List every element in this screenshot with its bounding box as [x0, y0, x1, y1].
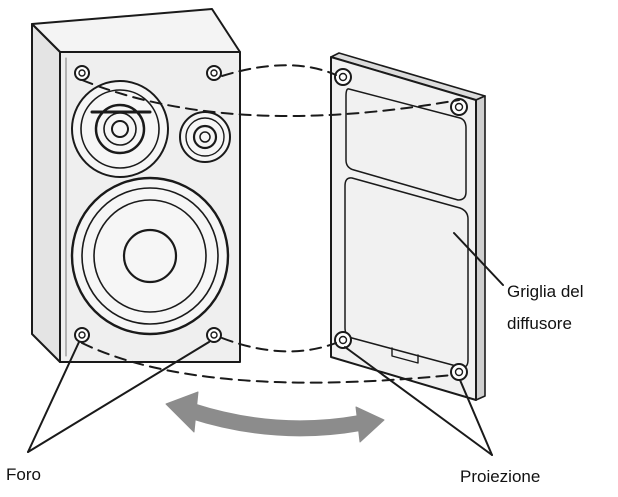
projection-label: Proiezione — [460, 467, 541, 486]
leader-hole-left — [27, 341, 80, 453]
guide-bottom-left — [81, 342, 453, 384]
woofer — [70, 176, 230, 336]
leader-hole-right — [27, 341, 210, 453]
hole-icon — [74, 327, 90, 343]
speaker-grille — [330, 52, 486, 401]
mid-driver — [71, 80, 169, 178]
tweeter — [179, 111, 231, 163]
leader-projection-left — [344, 346, 493, 456]
alignment-guides — [81, 64, 460, 384]
projection-icon — [334, 331, 352, 349]
leader-lines — [27, 232, 504, 456]
hole-icon — [74, 65, 90, 81]
projection-icon — [334, 68, 352, 86]
cabinet-holes — [74, 65, 222, 343]
hole-icon — [206, 65, 222, 81]
guide-bottom-right — [221, 337, 337, 353]
grille-face — [330, 56, 477, 401]
leader-projection-right — [459, 379, 493, 456]
curved-double-arrow-icon — [165, 391, 385, 443]
grille-label-line2: diffusore — [507, 314, 572, 333]
cabinet-top-face — [31, 8, 241, 53]
hole-icon — [206, 327, 222, 343]
hole-label: Foro — [6, 465, 41, 484]
cabinet-side-face — [31, 23, 61, 363]
guide-top-right — [221, 64, 337, 77]
leader-grille — [453, 232, 504, 286]
grille-label-line1: Griglia del — [507, 282, 584, 301]
grille-upper-panel — [345, 88, 467, 201]
guide-top-left — [81, 79, 460, 117]
projection-icon — [450, 98, 468, 116]
projection-icon — [450, 363, 468, 381]
grille-projections — [334, 68, 468, 381]
